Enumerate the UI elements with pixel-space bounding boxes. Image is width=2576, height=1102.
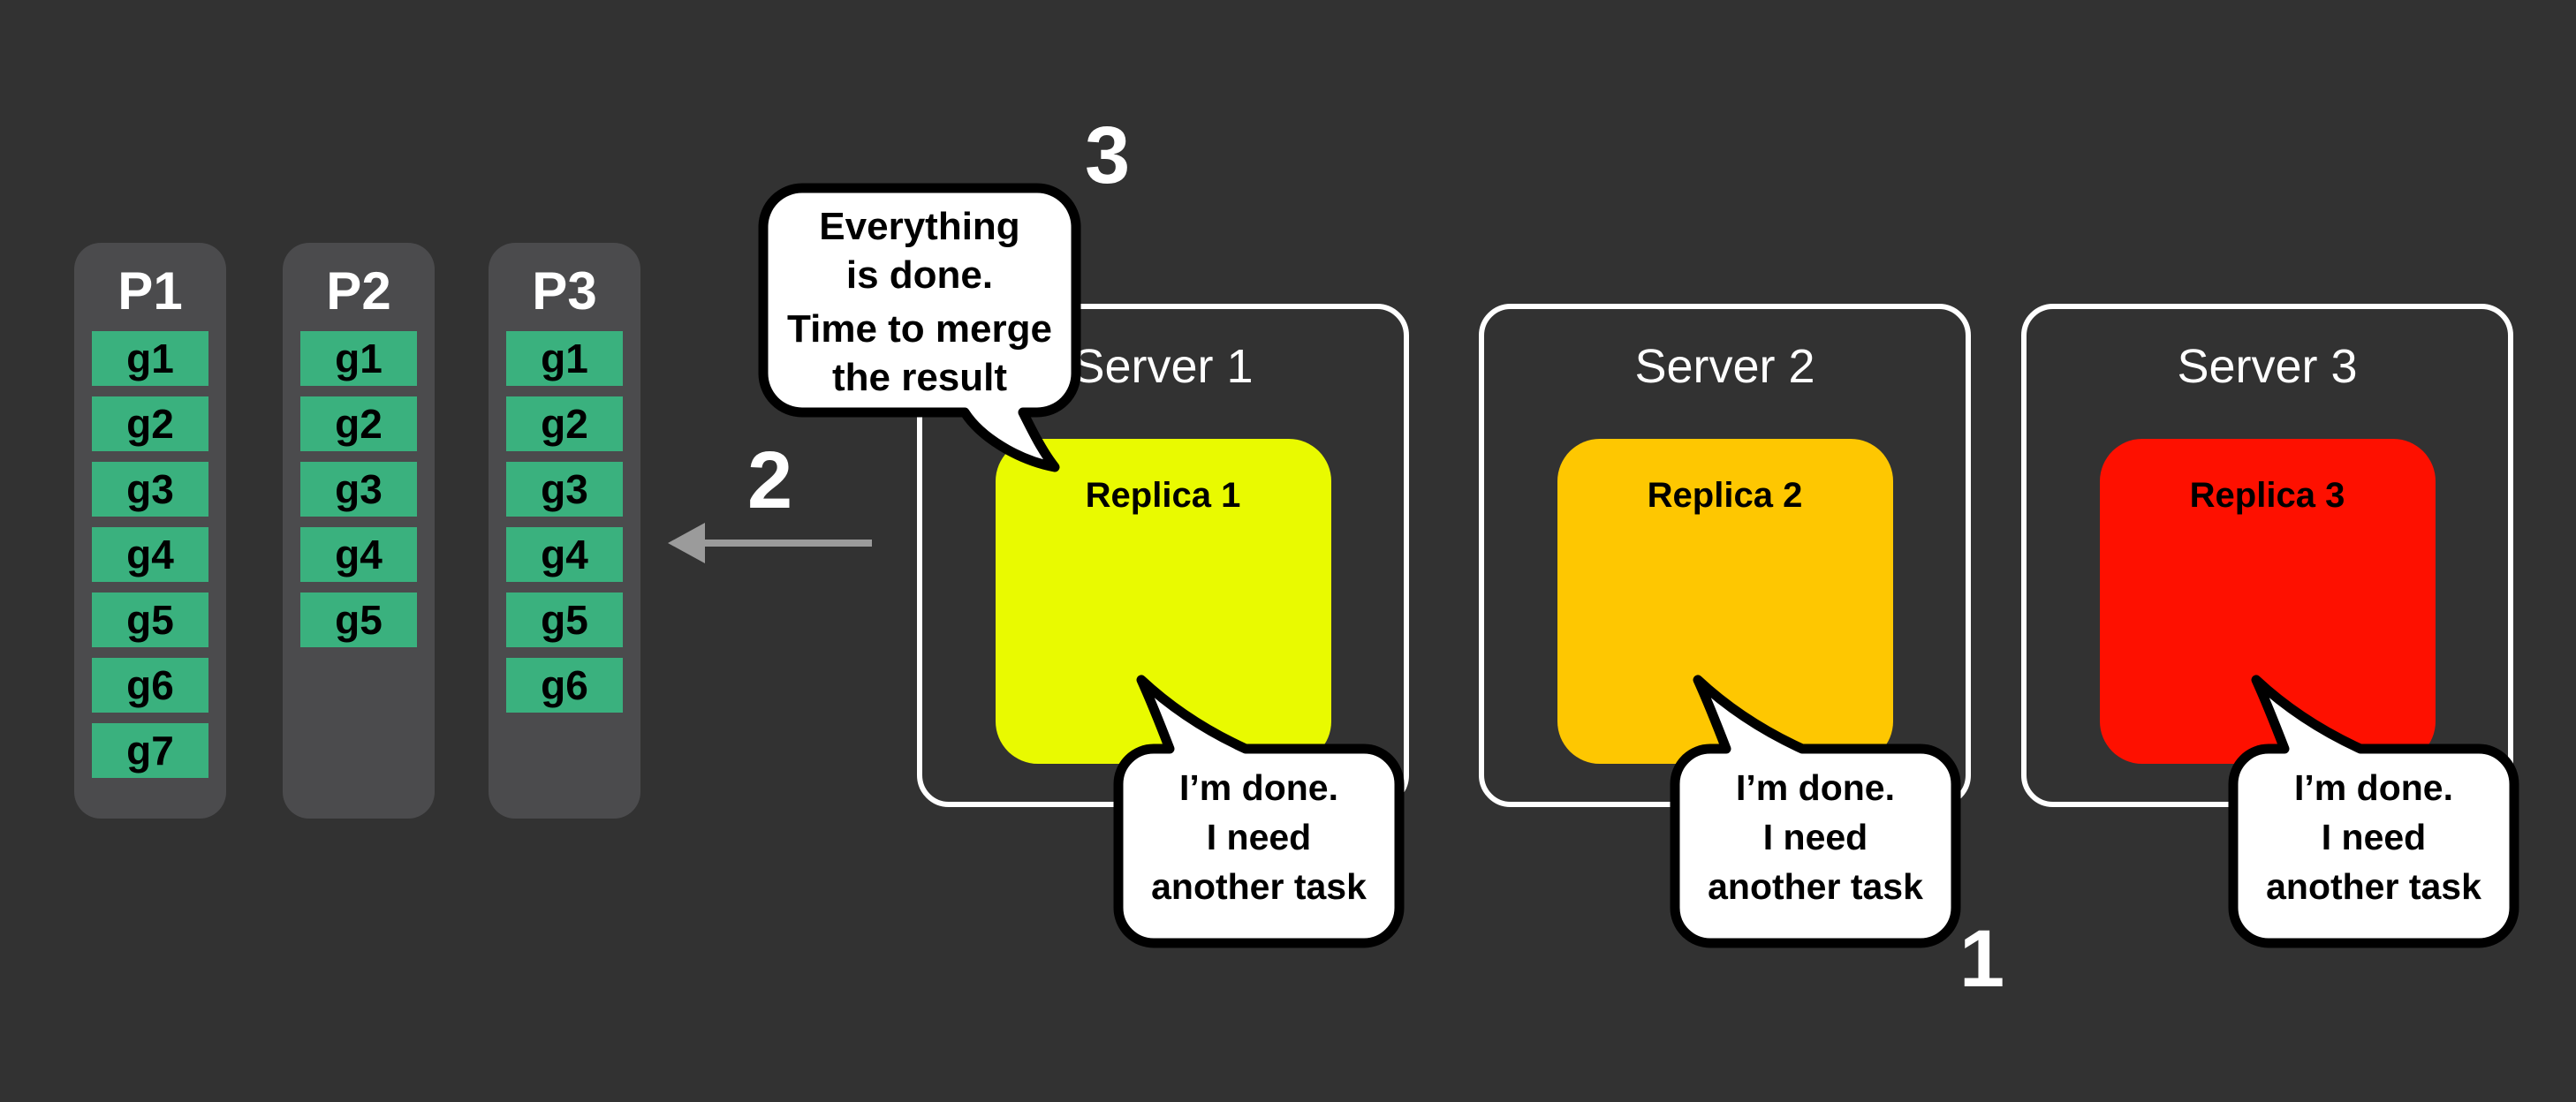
bubble-line: I’m done.	[1736, 767, 1895, 808]
task-block: g4	[506, 527, 623, 582]
bubble-line: another task	[1151, 866, 1367, 907]
task-block: g7	[92, 723, 208, 778]
speech-bubble-shape	[1113, 675, 1405, 948]
bubble-line: I need	[1762, 817, 1868, 857]
task-block: g4	[300, 527, 417, 582]
step-label-1: 1	[1959, 914, 2005, 1004]
task-block: g2	[506, 396, 623, 451]
server-1-title: Server 1	[1072, 340, 1254, 393]
merge-bubble-line: the result	[831, 356, 1008, 399]
partition-p1-task-list: g1 g2 g3 g4 g5 g6 g7	[74, 331, 226, 778]
merge-bubble-text: Everything is done. Time to merge the re…	[756, 202, 1083, 402]
merge-bubble-line: Time to merge	[787, 307, 1052, 351]
bubble-line: I need	[2321, 817, 2427, 857]
task-block: g2	[92, 396, 208, 451]
arrow-left-icon	[668, 523, 872, 563]
server-3-title: Server 3	[2177, 340, 2358, 393]
server-2-title: Server 2	[1634, 340, 1815, 393]
task-block: g1	[92, 331, 208, 386]
server-2-bubble-text: I’m done. I need another task	[1668, 763, 1963, 911]
task-block: g6	[506, 658, 623, 713]
task-block: g4	[92, 527, 208, 582]
partition-p3-task-list: g1 g2 g3 g4 g5 g6	[489, 331, 640, 713]
partition-p3: P3 g1 g2 g3 g4 g5 g6	[489, 243, 640, 819]
server-1-bubble-text: I’m done. I need another task	[1111, 763, 1406, 911]
server-2-box: Server 2 Replica 2	[1479, 304, 1971, 807]
task-block: g5	[300, 593, 417, 647]
task-block: g3	[506, 462, 623, 517]
merge-bubble-line: Everything	[819, 205, 1020, 248]
task-block: g1	[506, 331, 623, 386]
step-label-3: 3	[1085, 110, 1131, 200]
replica-2-title: Replica 2	[1647, 476, 1803, 515]
bubble-line: I need	[1206, 817, 1312, 857]
replica-1-title: Replica 1	[1085, 476, 1241, 515]
server-1-speech-bubble: I’m done. I need another task	[1111, 675, 1406, 950]
server-2-speech-bubble: I’m done. I need another task	[1668, 675, 1963, 950]
partition-p1-title: P1	[117, 261, 183, 321]
partition-p1: P1 g1 g2 g3 g4 g5 g6 g7	[74, 243, 226, 819]
task-block: g6	[92, 658, 208, 713]
partition-p3-title: P3	[532, 261, 597, 321]
replica-1: Replica 1	[995, 439, 1331, 764]
task-block: g3	[92, 462, 208, 517]
speech-bubble-shape	[1670, 675, 1961, 948]
bubble-line: I’m done.	[1179, 767, 1338, 808]
partition-p2-title: P2	[326, 261, 391, 321]
speech-bubble-shape	[758, 183, 1081, 472]
bubble-line: I’m done.	[2294, 767, 2453, 808]
server-3-speech-bubble: I’m done. I need another task	[2226, 675, 2521, 950]
speech-bubble-shape	[2228, 675, 2519, 948]
server-3-bubble-text: I’m done. I need another task	[2226, 763, 2521, 911]
task-block: g5	[506, 593, 623, 647]
partition-p2: P2 g1 g2 g3 g4 g5	[283, 243, 435, 819]
bubble-line: another task	[1708, 866, 1923, 907]
replica-3-title: Replica 3	[2189, 476, 2345, 515]
task-block: g3	[300, 462, 417, 517]
bubble-line: another task	[2266, 866, 2481, 907]
partition-p2-task-list: g1 g2 g3 g4 g5	[283, 331, 435, 647]
merge-bubble-line: is done.	[845, 253, 994, 297]
task-block: g1	[300, 331, 417, 386]
merge-speech-bubble: Everything is done. Time to merge the re…	[756, 181, 1083, 472]
step-label-2: 2	[747, 435, 793, 525]
task-block: g5	[92, 593, 208, 647]
task-block: g2	[300, 396, 417, 451]
